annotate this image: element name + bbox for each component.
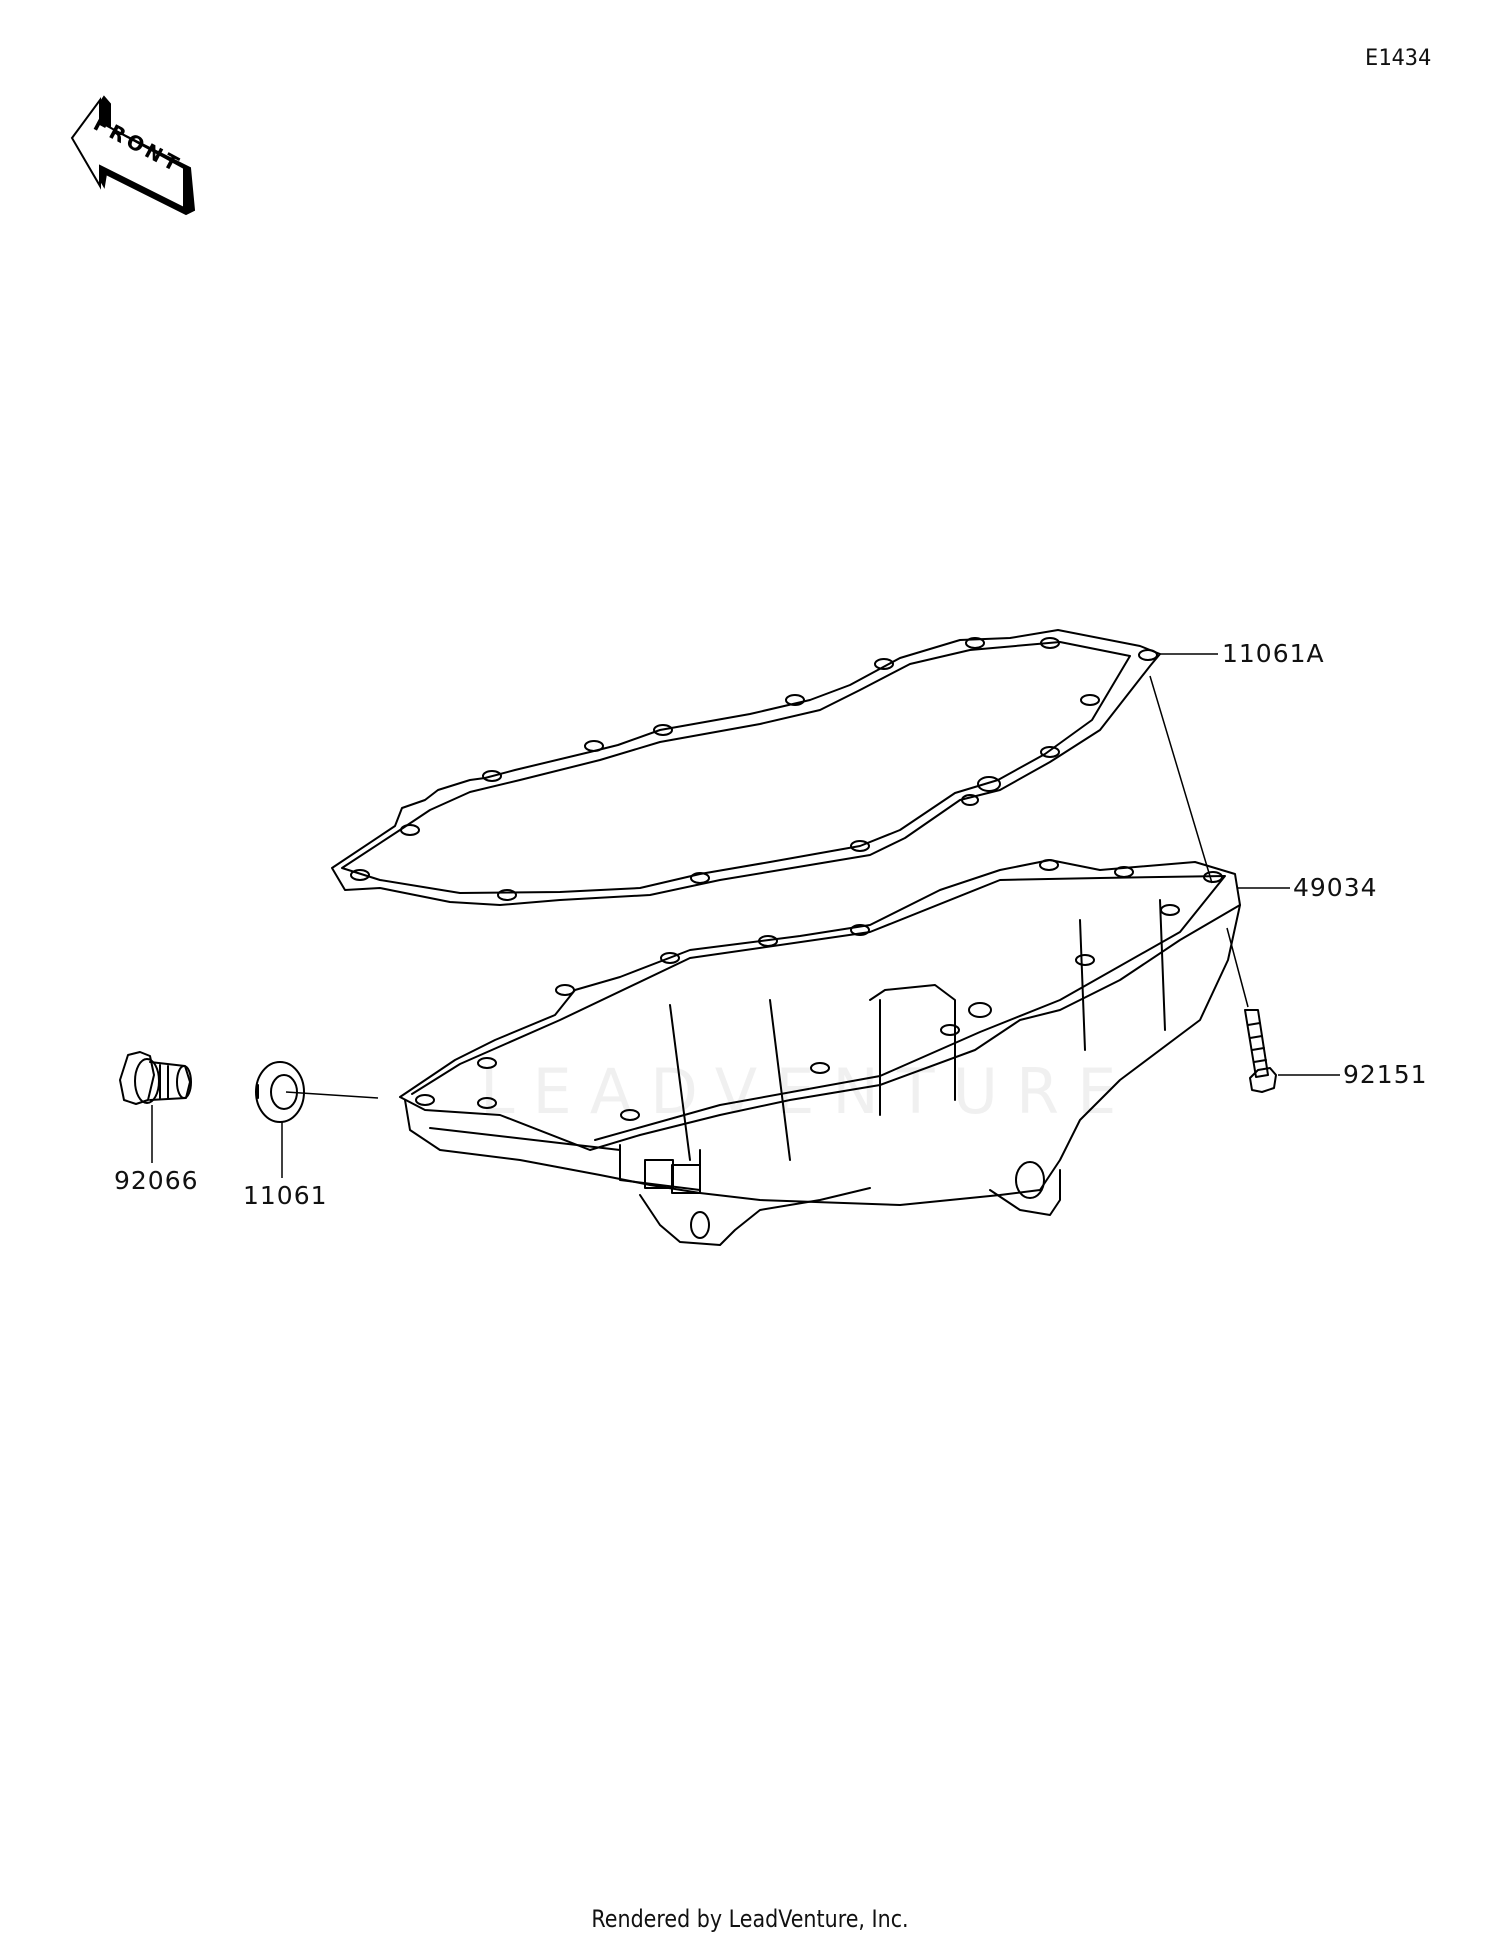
part-label-11061[interactable]: 11061 (243, 1181, 328, 1210)
part-label-49034[interactable]: 49034 (1293, 873, 1378, 902)
footer-credit: Rendered by LeadVenture, Inc. (591, 1905, 909, 1933)
gasket-11061A[interactable] (331, 629, 1161, 906)
drain-plug-92066[interactable] (119, 1051, 192, 1105)
part-label-92151[interactable]: 92151 (1343, 1060, 1428, 1089)
diagram-code: E1434 (1365, 46, 1432, 71)
bolt-92151[interactable] (1244, 1009, 1277, 1093)
part-label-11061A[interactable]: 11061A (1222, 639, 1325, 668)
oil-pan-49034[interactable] (399, 859, 1241, 1246)
part-label-92066[interactable]: 92066 (114, 1166, 199, 1195)
